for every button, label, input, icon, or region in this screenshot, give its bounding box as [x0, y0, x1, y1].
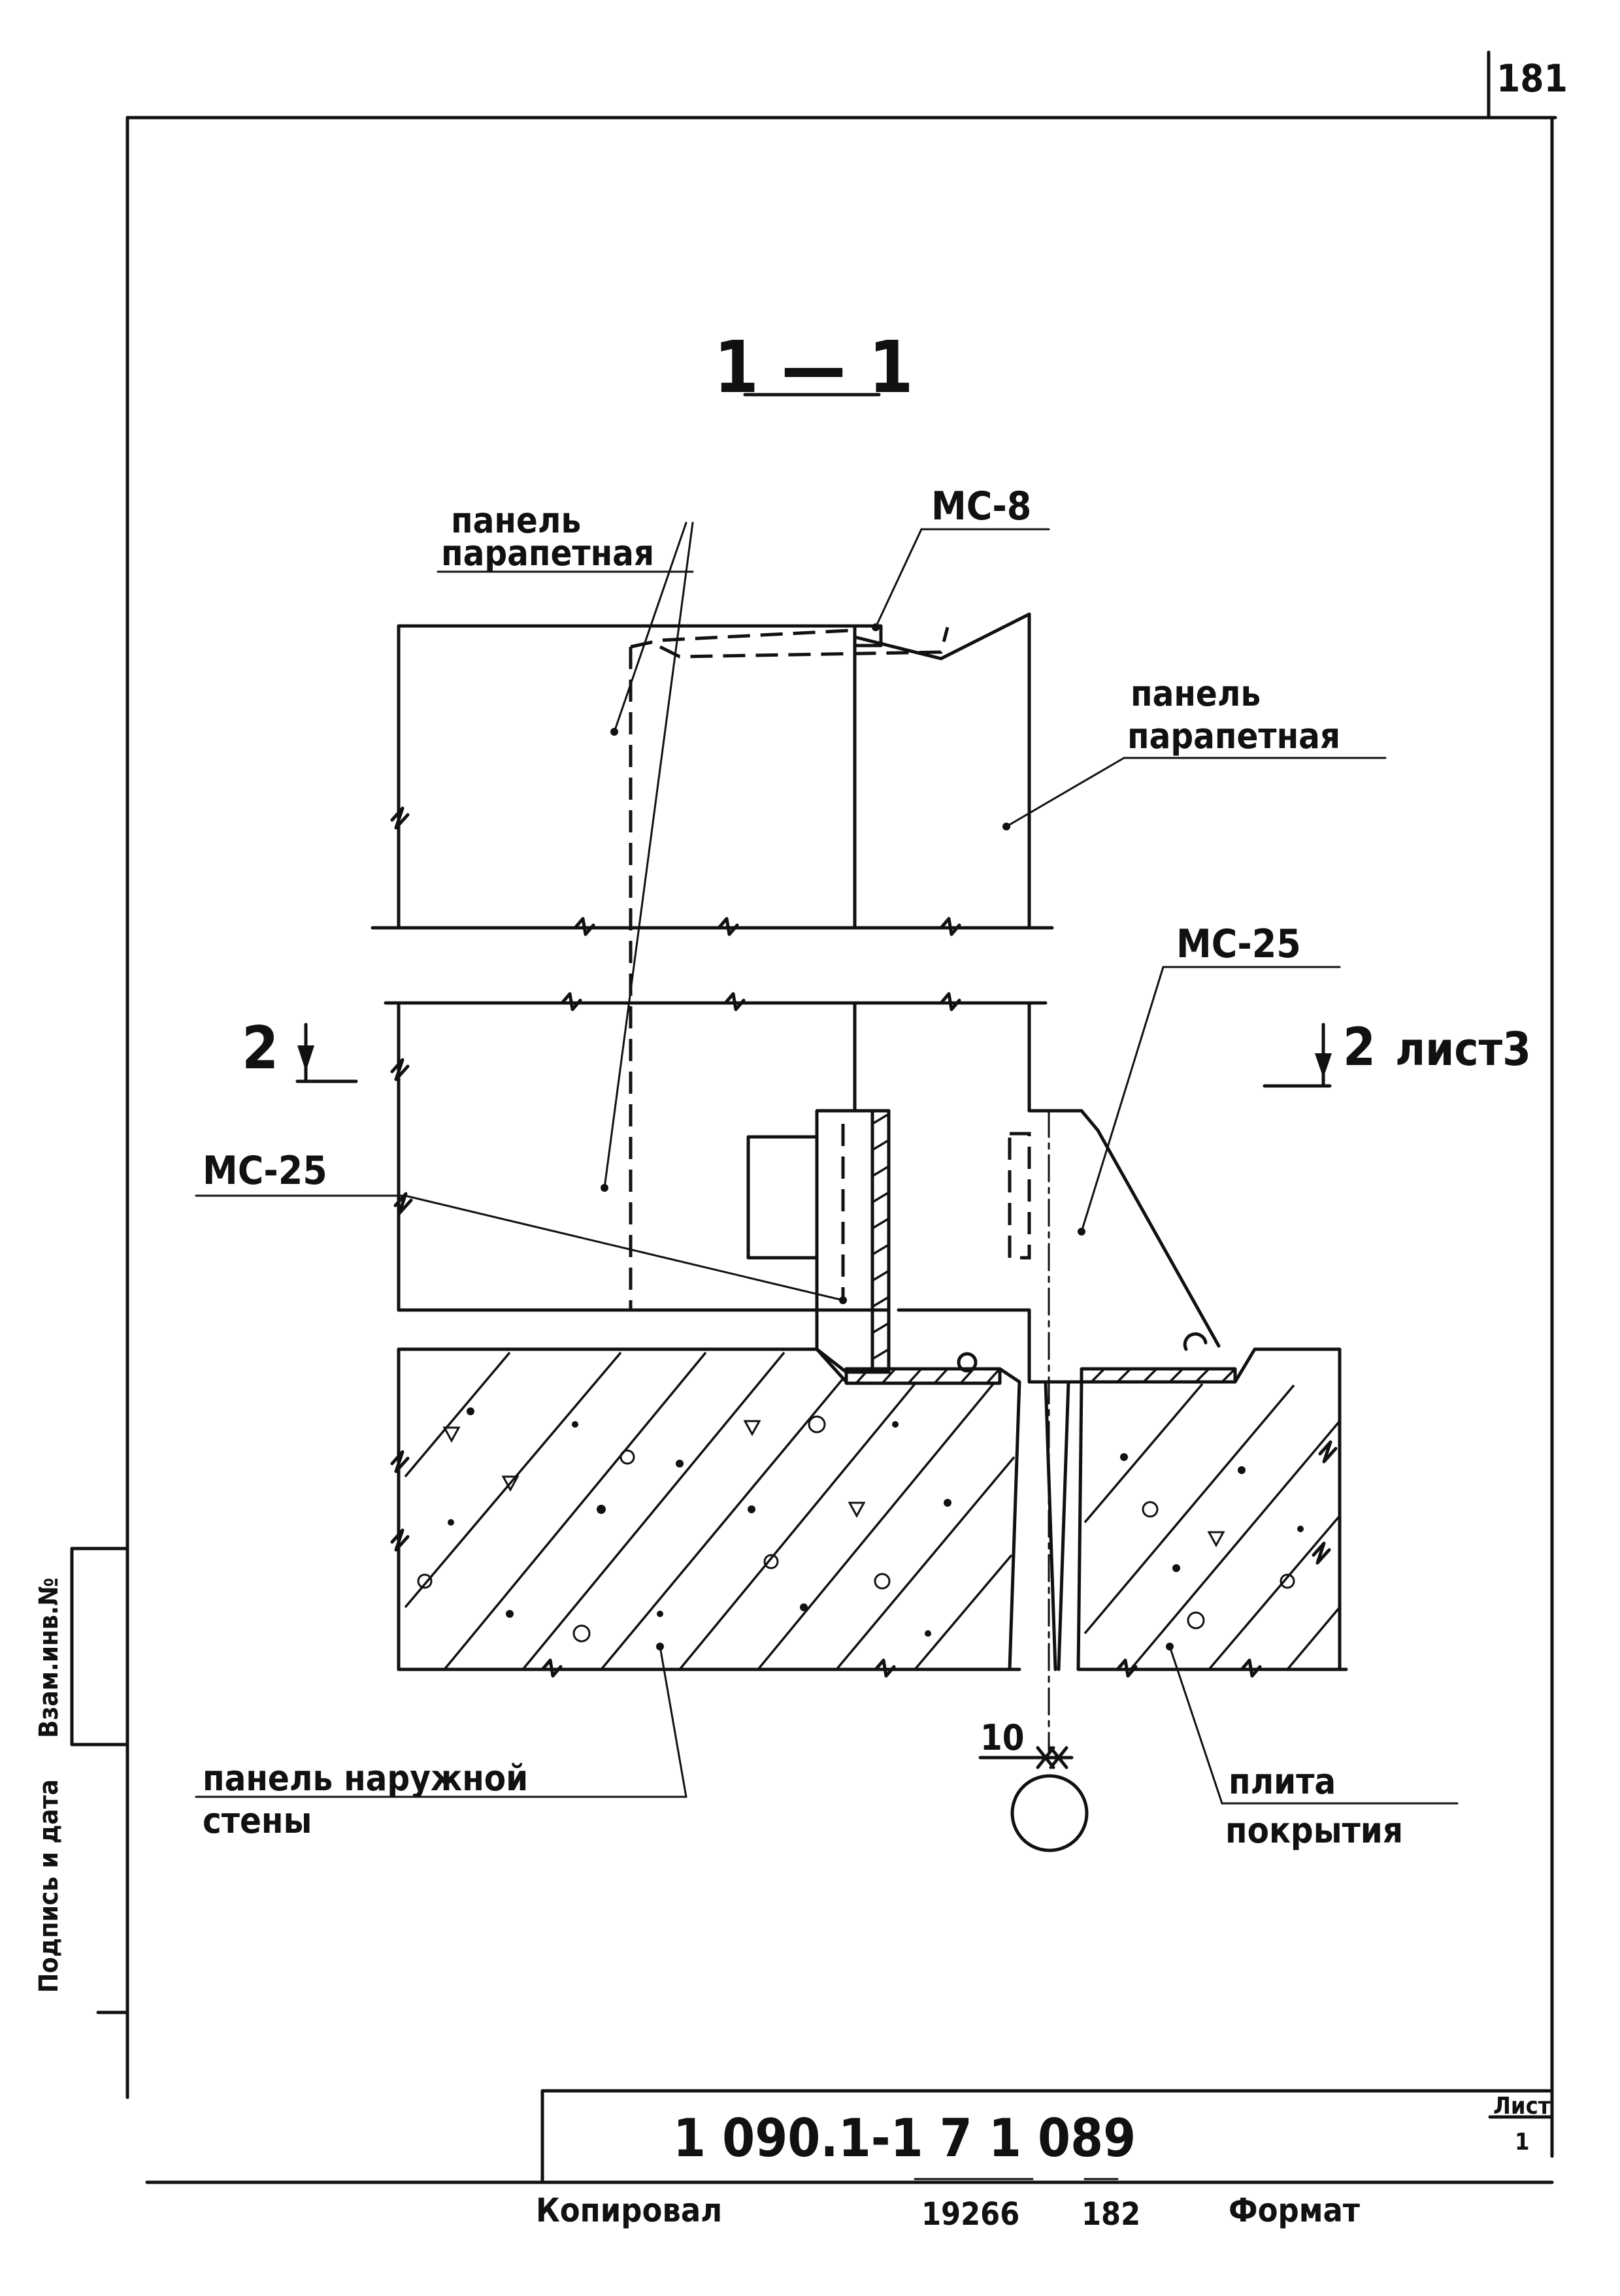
leader-lines — [195, 521, 1459, 1805]
copied-label: Копировал — [536, 2191, 722, 2229]
dimension-10 — [978, 1746, 1089, 1852]
label-outer-wall-1: панель наружной — [203, 1758, 528, 1799]
sheet-copy-number: 182 — [1082, 2196, 1140, 2233]
sheet-frame — [125, 50, 1557, 2158]
label-slab-2: покрытия — [1225, 1810, 1403, 1851]
section-mark: 1 — 1 — [714, 325, 914, 409]
format-label: Формат — [1229, 2191, 1360, 2229]
label-slab-1: плита — [1229, 1761, 1336, 1802]
side-stamp-signature: Подпись и дата — [34, 1779, 64, 1993]
sheet-value: 1 — [1515, 2129, 1530, 2156]
parapet-panels — [371, 612, 1054, 1312]
section-cut-right-number: 2 — [1343, 1017, 1376, 1077]
section-cut-right — [1263, 1023, 1332, 1088]
dimension-10-label: 10 — [980, 1717, 1025, 1758]
label-outer-wall-2: стены — [203, 1800, 312, 1841]
label-panel-parapet-right-2: парапетная — [1127, 715, 1340, 757]
mc25-left-bracket — [746, 1109, 978, 1374]
title-block — [145, 2089, 1554, 2184]
section-cut-left-number: 2 — [242, 1014, 278, 1083]
label-panel-parapet-left-2: парапетная — [441, 533, 654, 574]
page-number: 181 — [1496, 56, 1568, 101]
mc25-right-bracket — [1008, 1109, 1221, 1351]
label-panel-parapet-right-1: панель — [1131, 673, 1261, 714]
section-cut-left — [295, 1023, 358, 1083]
side-stamp-replacement: Взам.инв.№ — [34, 1577, 64, 1738]
label-mc8: МС-8 — [931, 484, 1031, 529]
document-code: 1 090.1-1 7 1 089 — [673, 2108, 1136, 2169]
side-stamp — [70, 1547, 129, 2014]
section-cut-sheet-ref: лист3 — [1395, 1023, 1531, 1076]
label-mc25-left: МС-25 — [203, 1148, 327, 1194]
label-panel-parapet-left-1: панель — [451, 500, 581, 541]
sheet-label: Лист — [1493, 2093, 1551, 2120]
label-mc25-right: МС-25 — [1176, 921, 1301, 967]
outer-wall-panel — [390, 1347, 1021, 1678]
roof-slab — [1027, 1109, 1348, 1752]
order-number: 19266 — [921, 2196, 1019, 2233]
